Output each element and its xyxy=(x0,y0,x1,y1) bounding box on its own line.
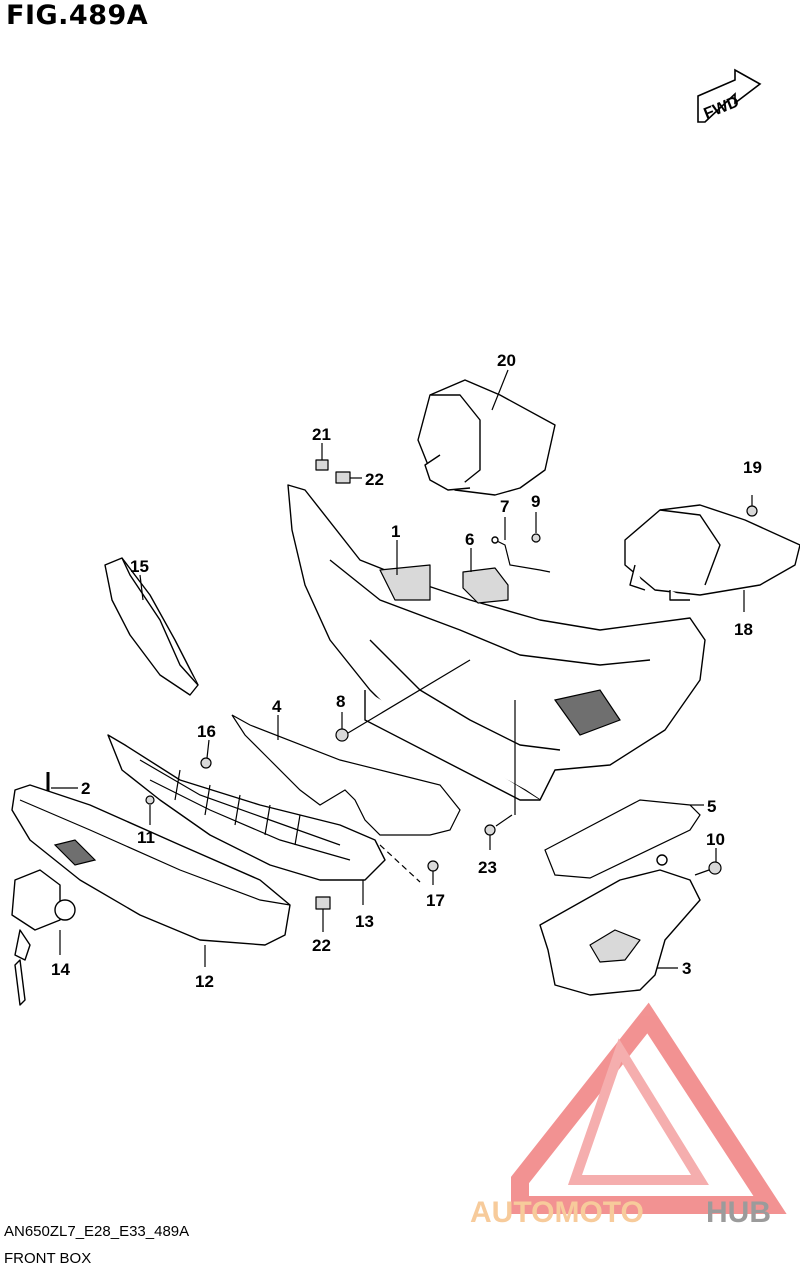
part-16-screw xyxy=(200,739,212,769)
callout-19: 19 xyxy=(743,458,762,477)
callout-13: 13 xyxy=(355,912,374,931)
part-7-wire xyxy=(491,517,551,573)
callout-18: 18 xyxy=(734,620,753,639)
callout-8: 8 xyxy=(336,692,345,711)
callout-10: 10 xyxy=(706,830,725,849)
diagram-name: FRONT BOX xyxy=(4,1250,92,1267)
part-13-grille xyxy=(107,734,386,905)
callout-1: 1 xyxy=(391,522,400,541)
callout-3: 3 xyxy=(682,959,691,978)
callout-15: 15 xyxy=(130,557,149,576)
part-3-tray xyxy=(539,854,701,996)
callout-20: 20 xyxy=(497,351,516,370)
callout-22-upper: 22 xyxy=(365,470,384,489)
part-11-screw xyxy=(145,795,155,825)
part-9-screw xyxy=(531,512,541,543)
fwd-arrow-icon: FWD xyxy=(697,68,762,123)
diagram-code: AN650ZL7_E28_E33_489A xyxy=(4,1223,190,1240)
part-22-clip-upper xyxy=(335,471,362,484)
callout-22-lower: 22 xyxy=(312,936,331,955)
part-17-clip xyxy=(379,844,439,885)
part-21-clip xyxy=(315,443,329,471)
callout-6: 6 xyxy=(465,530,474,549)
callout-2: 2 xyxy=(81,779,90,798)
callout-9: 9 xyxy=(531,492,540,511)
watermark-logo: AUTOMOTO HUB xyxy=(470,1002,787,1229)
callout-23: 23 xyxy=(478,858,497,877)
part-1-body xyxy=(287,484,706,801)
callout-21: 21 xyxy=(312,425,331,444)
callout-17: 17 xyxy=(426,891,445,910)
part-14-lock xyxy=(11,869,76,1006)
callout-14: 14 xyxy=(51,960,70,979)
callout-11: 11 xyxy=(137,828,155,847)
part-6-block xyxy=(462,548,509,604)
part-8-screw xyxy=(335,659,471,742)
callout-5: 5 xyxy=(707,797,716,816)
part-23-screw xyxy=(484,700,516,850)
part-12-lid xyxy=(11,784,291,967)
watermark-word-a: AUTOMOTO xyxy=(470,1196,644,1229)
part-15-panel xyxy=(104,557,199,696)
callout-16: 16 xyxy=(197,722,216,741)
callout-12: 12 xyxy=(195,972,214,991)
watermark-word-b: HUB xyxy=(706,1196,771,1229)
part-18-case xyxy=(624,495,800,612)
callout-4: 4 xyxy=(272,697,282,716)
part-5-gasket xyxy=(544,799,704,879)
watermark-triangle-icon xyxy=(511,1002,787,1214)
figure-title: FIG.489A xyxy=(6,0,149,31)
callout-7: 7 xyxy=(500,497,509,516)
part-22-clip-lower xyxy=(315,896,331,932)
part-10-screw xyxy=(694,848,722,876)
part-4-seal xyxy=(231,714,461,836)
part-20-case xyxy=(417,369,556,496)
